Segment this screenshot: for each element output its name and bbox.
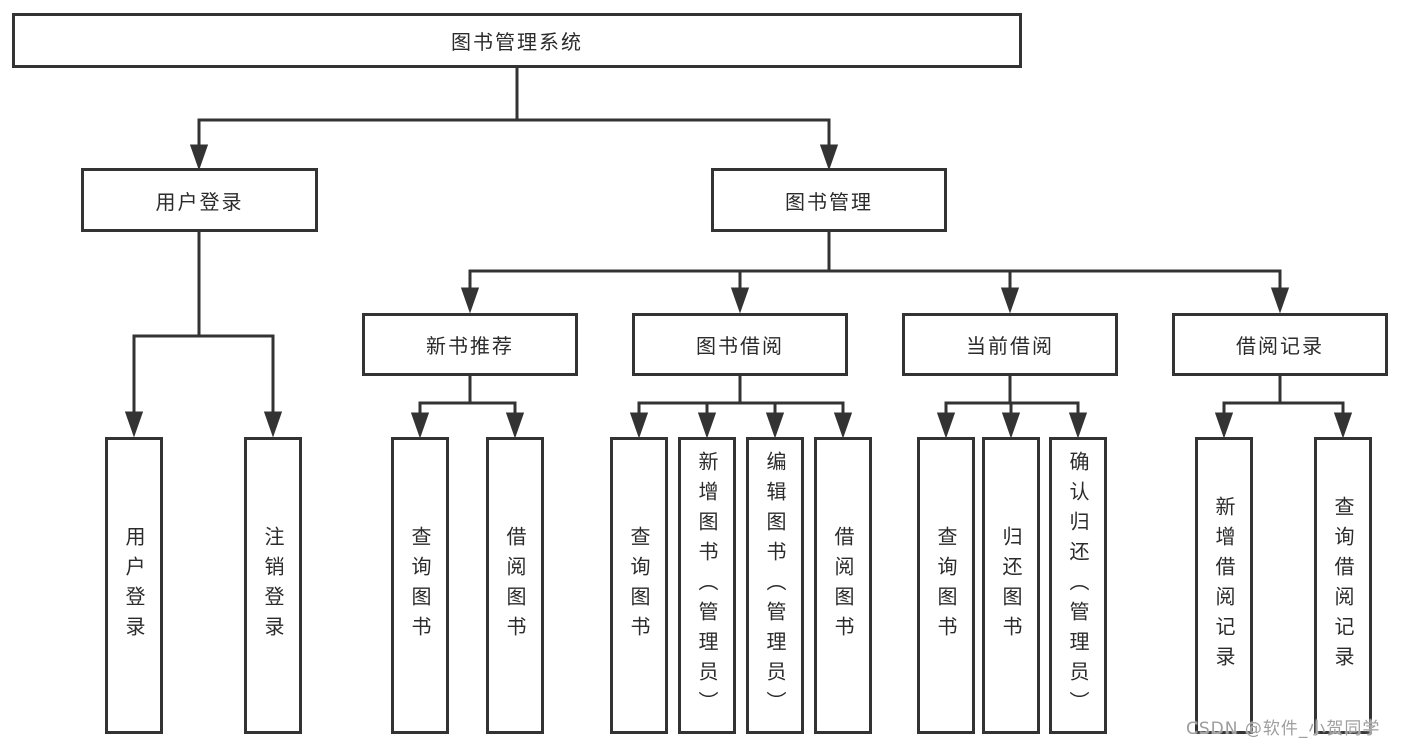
leaf-borrow-books-label: 借阅图书	[831, 525, 855, 646]
leaf-query-borrow-record: 查询借阅记录	[1314, 437, 1372, 734]
node-new-book-recommend: 新书推荐	[362, 313, 578, 376]
leaf-add-borrow-record: 新增借阅记录	[1195, 437, 1253, 734]
leaf-borrow-books-recommend: 借阅图书	[486, 437, 544, 734]
leaf-add-borrow-record-label: 新增借阅记录	[1212, 495, 1236, 676]
leaf-query-books-current: 查询图书	[917, 437, 975, 734]
leaf-borrow-books-recommend-label: 借阅图书	[503, 525, 527, 646]
leaf-query-books-recommend-label: 查询图书	[408, 525, 432, 646]
leaf-borrow-books: 借阅图书	[814, 437, 872, 734]
leaf-return-books-label: 归还图书	[999, 525, 1023, 646]
node-borrow-records: 借阅记录	[1172, 313, 1388, 376]
leaf-confirm-return-admin: 确认归还（管理员）	[1049, 437, 1107, 734]
leaf-confirm-return-admin-label: 确认归还（管理员）	[1066, 450, 1090, 721]
leaf-edit-book-admin: 编辑图书（管理员）	[746, 437, 804, 734]
leaf-user-login-label: 用户登录	[122, 525, 146, 646]
leaf-edit-book-admin-label: 编辑图书（管理员）	[763, 450, 787, 721]
node-book-management: 图书管理	[711, 168, 947, 232]
leaf-query-books-recommend: 查询图书	[391, 437, 449, 734]
node-current-borrow-label: 当前借阅	[966, 334, 1054, 358]
node-book-borrow-label: 图书借阅	[696, 334, 784, 358]
node-library-system-label: 图书管理系统	[451, 30, 583, 54]
node-book-borrow: 图书借阅	[632, 313, 848, 376]
leaf-return-books: 归还图书	[982, 437, 1040, 734]
node-user-login: 用户登录	[81, 168, 318, 232]
node-borrow-records-label: 借阅记录	[1236, 334, 1324, 358]
leaf-query-books-current-label: 查询图书	[934, 525, 958, 646]
leaf-user-login: 用户登录	[105, 437, 163, 734]
leaf-logout-label: 注销登录	[261, 525, 285, 646]
leaf-add-book-admin: 新增图书（管理员）	[678, 437, 736, 734]
node-user-login-label: 用户登录	[155, 189, 244, 214]
leaf-add-book-admin-label: 新增图书（管理员）	[695, 450, 719, 721]
leaf-query-borrow-record-label: 查询借阅记录	[1331, 495, 1355, 676]
node-book-management-label: 图书管理	[785, 189, 873, 214]
node-new-book-recommend-label: 新书推荐	[426, 334, 514, 358]
node-library-system: 图书管理系统	[12, 13, 1022, 68]
node-current-borrow: 当前借阅	[902, 313, 1118, 376]
leaf-query-books-borrow-label: 查询图书	[627, 525, 651, 646]
csdn-watermark: CSDN @软件_小贺同学	[1186, 719, 1381, 739]
leaf-query-books-borrow: 查询图书	[610, 437, 668, 734]
leaf-logout: 注销登录	[244, 437, 302, 734]
